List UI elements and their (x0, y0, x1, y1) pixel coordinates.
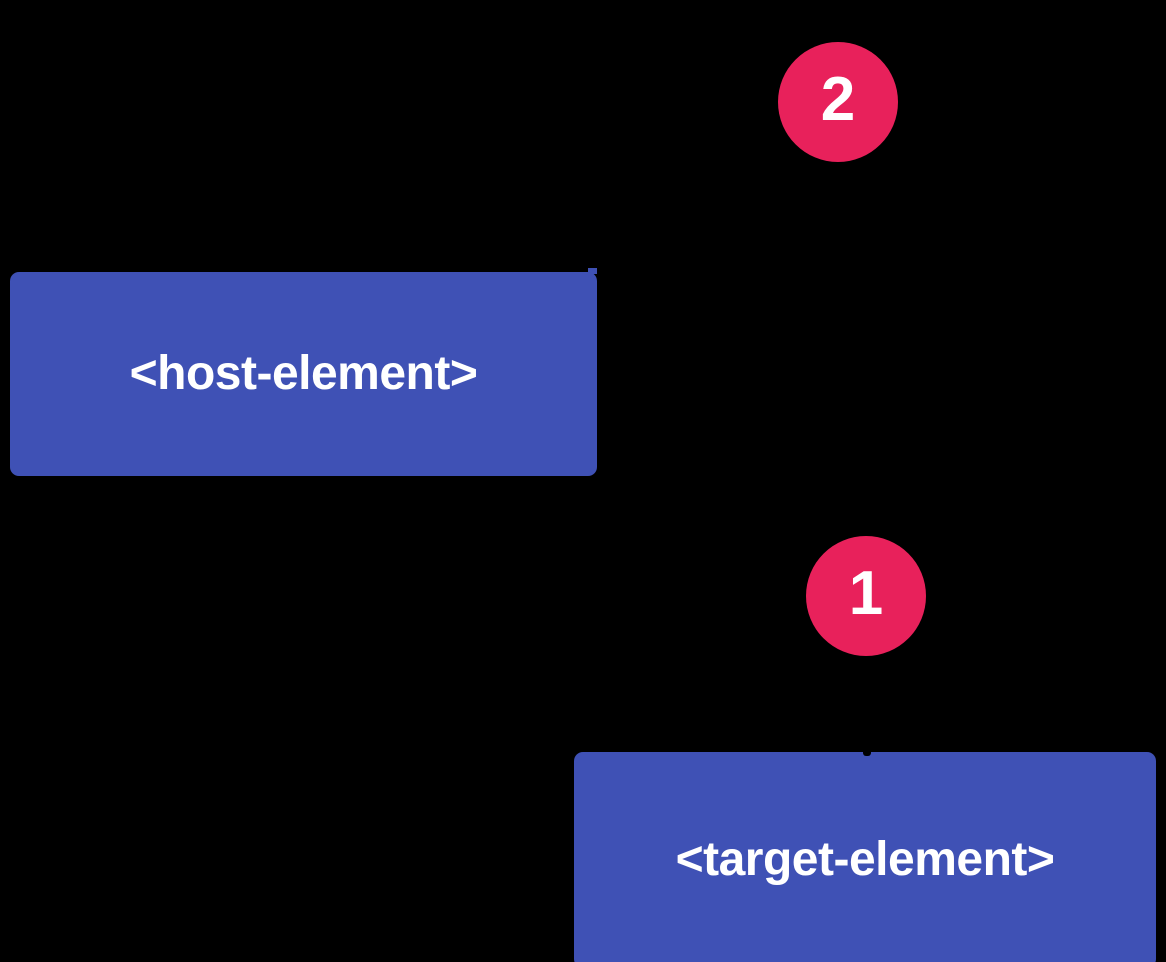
target-connector-nub (863, 750, 871, 756)
node-host-element-label: <host-element> (129, 347, 478, 400)
host-connector-nub (588, 268, 597, 274)
node-host-element[interactable]: <host-element> (10, 272, 597, 476)
step-badge-1-number: 1 (848, 559, 884, 628)
step-badge-1[interactable]: 1 (806, 536, 926, 656)
node-target-element-label: <target-element> (675, 833, 1055, 886)
step-badge-2[interactable]: 2 (778, 42, 898, 162)
node-target-element[interactable]: <target-element> (574, 752, 1156, 962)
step-badge-2-number: 2 (820, 65, 856, 134)
